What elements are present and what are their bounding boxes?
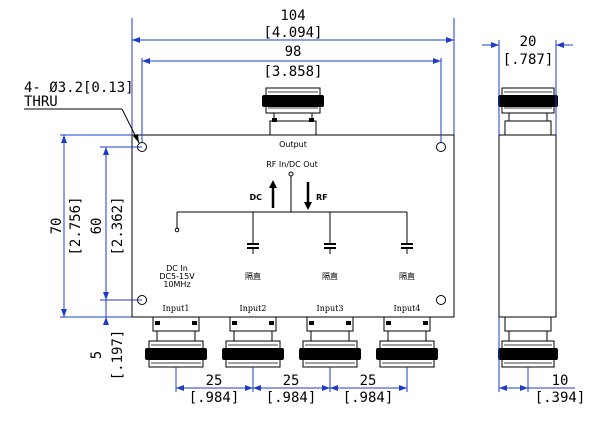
dim-height-in: [2.756] <box>68 196 84 255</box>
dim-hole-height-mm: 60 <box>89 218 105 235</box>
input-connector-4 <box>376 316 438 368</box>
dim-side-width-in: [.787] <box>503 52 554 68</box>
dim-hole-spacing-mm: 98 <box>285 44 302 60</box>
dim-hole-offset-in: [.197] <box>110 330 126 381</box>
dc-arrow-icon <box>269 180 277 208</box>
output-connector <box>262 87 324 136</box>
dim-hole-height-in: [2.362] <box>110 196 126 255</box>
dim-width-mm: 104 <box>280 8 305 24</box>
cap-label-3: 隔直 <box>322 271 338 281</box>
input3-label: Input3 <box>317 304 344 313</box>
input2-label: Input2 <box>240 304 267 313</box>
dc-in-freq: 10MHz <box>163 280 190 289</box>
dim-hole-offset-mm: 5 <box>89 351 105 359</box>
dim-pitch-1-in: [.984] <box>189 390 240 406</box>
dim-pitch-1-mm: 25 <box>206 373 223 389</box>
input-connector-2 <box>222 316 284 368</box>
dc-label: DC <box>249 193 262 202</box>
input4-label: Input4 <box>394 304 421 313</box>
dim-side-offset-in: [.394] <box>535 390 586 406</box>
hole-note-2: THRU <box>24 94 58 110</box>
rf-arrow-icon <box>304 182 312 210</box>
side-top-connector <box>498 87 558 136</box>
capacitor-icon <box>324 212 336 254</box>
dim-width-in: [4.094] <box>263 25 322 41</box>
capacitor-icon <box>401 212 413 254</box>
side-bottom-connector <box>498 316 558 368</box>
capacitor-icon <box>247 212 259 254</box>
junction-dot <box>288 171 294 177</box>
dim-side-width-mm: 20 <box>520 34 537 50</box>
hole-note-1: 4- Ø3.2[0.13] <box>24 80 134 96</box>
rf-in-dc-out-label: RF In/DC Out <box>266 160 318 169</box>
input1-label: Input1 <box>163 304 190 313</box>
dim-pitch-3-mm: 25 <box>360 373 377 389</box>
dim-height-mm: 70 <box>49 218 65 235</box>
cap-label-2: 隔直 <box>245 271 261 281</box>
rf-label: RF <box>316 193 328 202</box>
input-connector-1 <box>145 316 207 368</box>
dc-in-terminal <box>174 227 180 233</box>
dc-in-voltage: DC5-15V <box>159 272 195 281</box>
dc-in-label: DC In <box>166 264 188 273</box>
dim-pitch-3-in: [.984] <box>343 390 394 406</box>
dim-side-offset-mm: 10 <box>552 373 569 389</box>
dim-hole-spacing-in: [3.858] <box>263 64 322 80</box>
output-label: Output <box>279 140 307 149</box>
cap-label-4: 隔直 <box>399 271 415 281</box>
input-connector-3 <box>299 316 361 368</box>
dim-pitch-2-in: [.984] <box>266 390 317 406</box>
side-body <box>498 134 557 318</box>
dim-pitch-2-mm: 25 <box>283 373 300 389</box>
